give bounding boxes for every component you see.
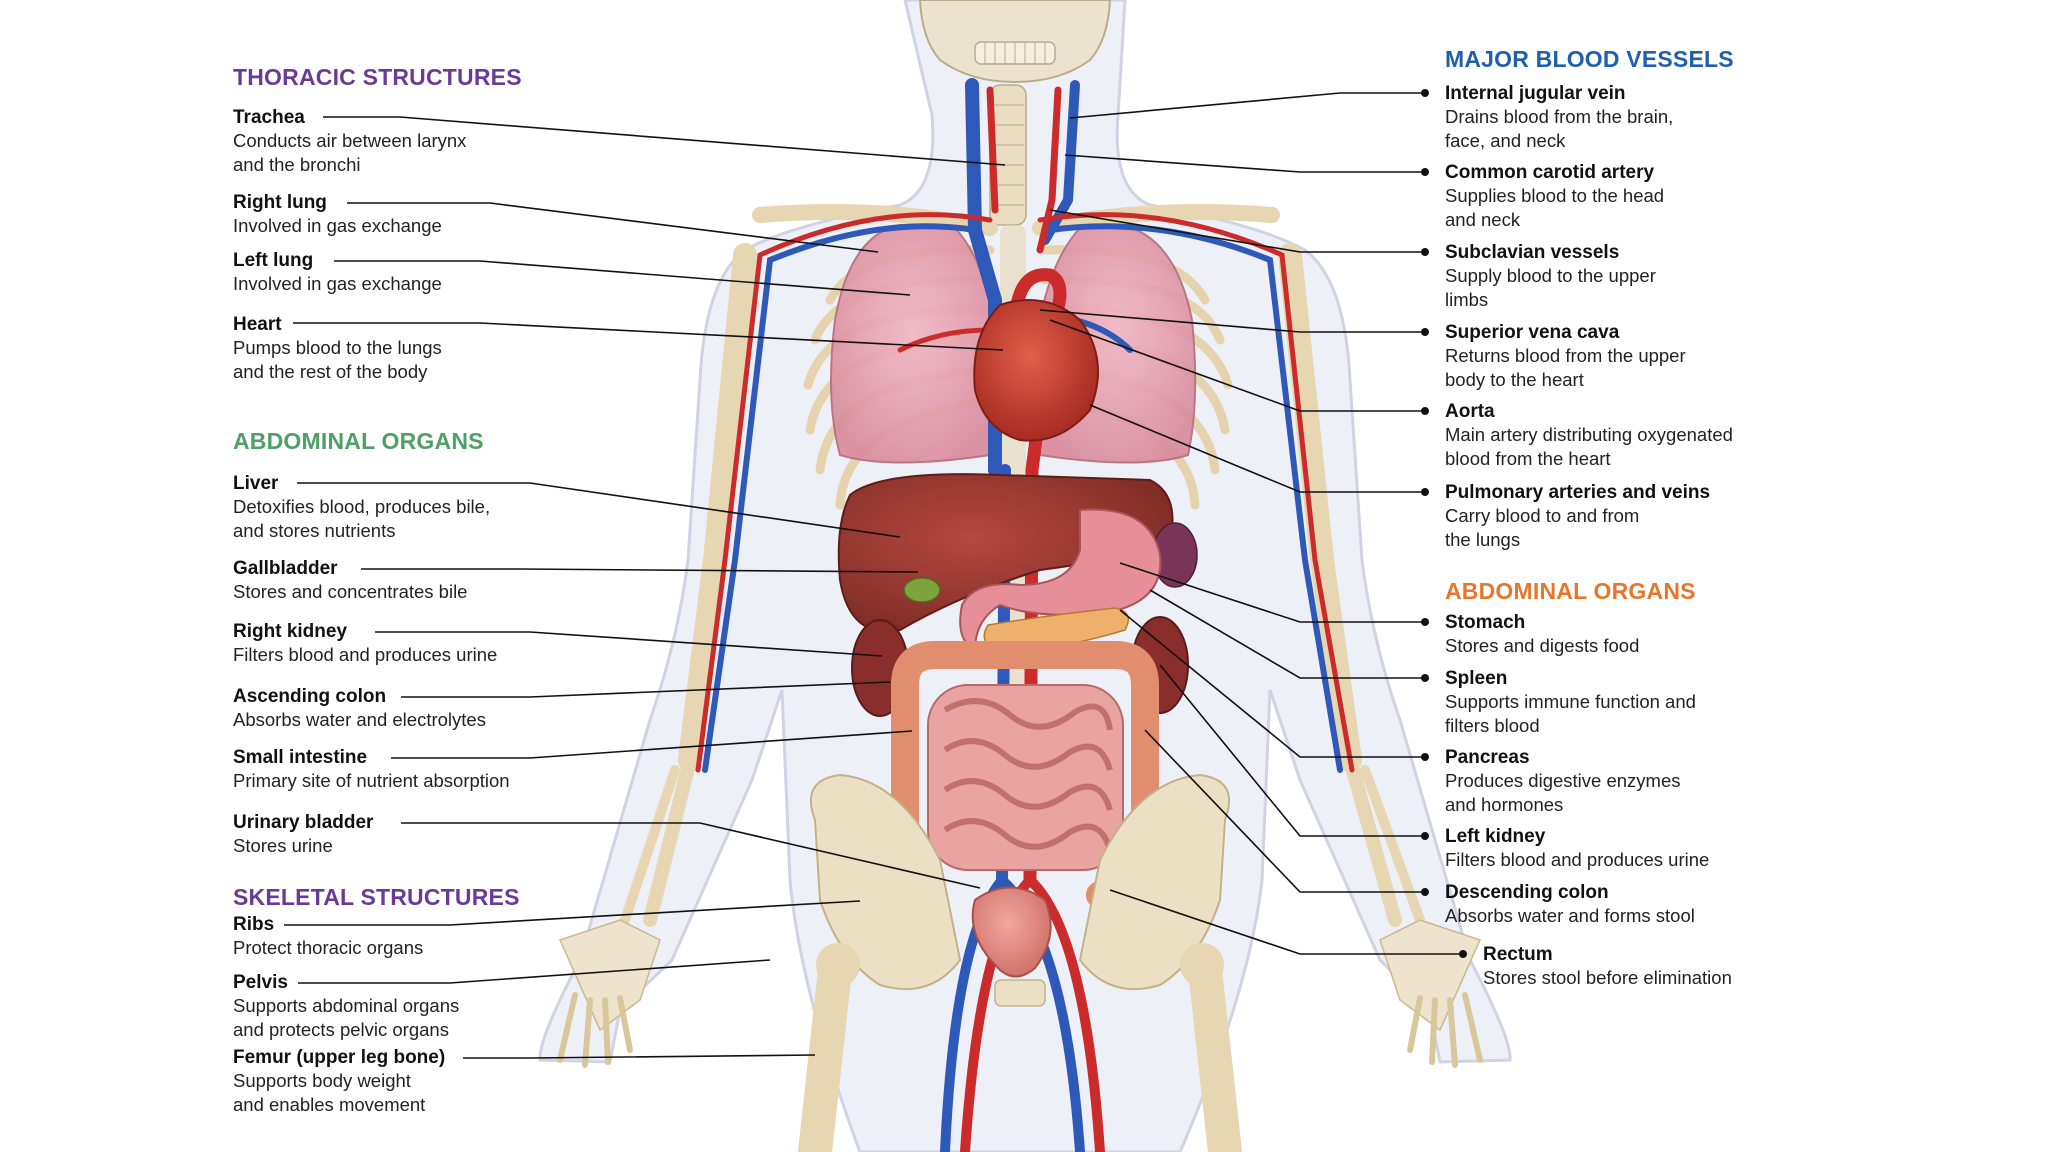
skull	[918, 0, 1112, 84]
label-title: Left lung	[233, 250, 314, 271]
label-description: Conducts air between larynx and the bron…	[233, 130, 467, 175]
label-description: Carry blood to and from the lungs	[1445, 505, 1640, 550]
label-ascending-colon: Ascending colon Absorbs water and electr…	[233, 685, 593, 732]
small-intestine	[927, 684, 1124, 871]
label-title: Trachea	[233, 107, 305, 128]
label-description: Primary site of nutrient absorption	[233, 770, 510, 791]
label-title: Spleen	[1445, 668, 1508, 689]
label-heart: Heart Pumps blood to the lungs and the r…	[233, 313, 593, 384]
label-gallbladder: Gallbladder Stores and concentrates bile	[233, 557, 593, 604]
label-title: Internal jugular vein	[1445, 83, 1626, 104]
label-title: Heart	[233, 314, 282, 335]
label-title: Pulmonary arteries and veins	[1445, 482, 1711, 503]
leader-lines	[284, 92, 1463, 1059]
label-stomach: Stomach Stores and digests food	[1445, 611, 1805, 658]
label-pelvis: Pelvis Supports abdominal organs and pro…	[233, 971, 593, 1042]
label-left-kidney: Left kidney Filters blood and produces u…	[1445, 825, 1805, 872]
section-heading-abdominal-right: ABDOMINAL ORGANS	[1445, 578, 1696, 604]
label-superior-vena-cava: Superior vena cava Returns blood from th…	[1445, 321, 1805, 392]
label-title: Rectum	[1483, 944, 1553, 965]
label-description: Absorbs water and electrolytes	[233, 709, 486, 730]
label-title: Stomach	[1445, 612, 1526, 633]
label-description: Stores and concentrates bile	[233, 581, 468, 602]
label-descending-colon: Descending colon Absorbs water and forms…	[1445, 881, 1805, 928]
label-common-carotid: Common carotid artery Supplies blood to …	[1445, 161, 1805, 232]
label-title: Pelvis	[233, 972, 288, 993]
label-title: Femur (upper leg bone)	[233, 1047, 446, 1068]
label-description: Supports abdominal organs and protects p…	[233, 995, 460, 1040]
femurs	[798, 943, 1242, 1152]
label-title: Ascending colon	[233, 686, 387, 707]
label-title: Left kidney	[1445, 826, 1546, 847]
label-description: Absorbs water and forms stool	[1445, 905, 1695, 926]
label-description: Supplies blood to the head and neck	[1445, 185, 1665, 230]
label-description: Returns blood from the upper body to the…	[1445, 345, 1686, 390]
label-description: Main artery distributing oxygenated bloo…	[1445, 424, 1733, 469]
label-subclavian: Subclavian vessels Supply blood to the u…	[1445, 241, 1805, 312]
label-title: Gallbladder	[233, 558, 338, 579]
label-title: Ribs	[233, 914, 275, 935]
label-description: Involved in gas exchange	[233, 215, 442, 236]
label-liver: Liver Detoxifies blood, produces bile, a…	[233, 472, 593, 543]
label-title: Aorta	[1445, 401, 1495, 422]
label-description: Pumps blood to the lungs and the rest of…	[233, 337, 442, 382]
label-description: Supports body weight and enables movemen…	[233, 1070, 426, 1115]
label-urinary-bladder: Urinary bladder Stores urine	[233, 811, 593, 858]
label-description: Supply blood to the upper limbs	[1445, 265, 1656, 310]
label-title: Right kidney	[233, 621, 348, 642]
label-trachea: Trachea Conducts air between larynx and …	[233, 106, 593, 177]
leader-dots	[1421, 89, 1467, 958]
label-rectum: Rectum Stores stool before elimination	[1483, 943, 1843, 990]
label-description: Filters blood and produces urine	[1445, 849, 1710, 870]
label-description: Involved in gas exchange	[233, 273, 442, 294]
heart	[973, 299, 1099, 442]
label-femur: Femur (upper leg bone) Supports body wei…	[233, 1046, 593, 1117]
label-description: Detoxifies blood, produces bile, and sto…	[233, 496, 491, 541]
label-pulmonary: Pulmonary arteries and veins Carry blood…	[1445, 481, 1805, 552]
label-description: Produces digestive enzymes and hormones	[1445, 770, 1681, 815]
label-spleen: Spleen Supports immune function and filt…	[1445, 667, 1805, 738]
label-title: Descending colon	[1445, 882, 1609, 903]
label-right-kidney: Right kidney Filters blood and produces …	[233, 620, 593, 667]
label-title: Right lung	[233, 192, 327, 213]
section-heading-thoracic: THORACIC STRUCTURES	[233, 64, 522, 90]
gallbladder	[903, 577, 941, 603]
label-title: Common carotid artery	[1445, 162, 1655, 183]
label-title: Pancreas	[1445, 747, 1530, 768]
label-description: Drains blood from the brain, face, and n…	[1445, 106, 1674, 151]
label-description: Stores stool before elimination	[1483, 967, 1732, 988]
label-internal-jugular: Internal jugular vein Drains blood from …	[1445, 82, 1805, 153]
label-description: Stores and digests food	[1445, 635, 1640, 656]
label-title: Subclavian vessels	[1445, 242, 1620, 263]
label-pancreas: Pancreas Produces digestive enzymes and …	[1445, 746, 1805, 817]
urinary-bladder	[971, 886, 1052, 978]
label-description: Stores urine	[233, 835, 333, 856]
label-description: Protect thoracic organs	[233, 937, 424, 958]
label-right-lung: Right lung Involved in gas exchange	[233, 191, 593, 238]
label-aorta: Aorta Main artery distributing oxygenate…	[1445, 400, 1805, 471]
clavicles	[752, 203, 1280, 236]
trachea-and-spine	[989, 84, 1027, 226]
label-title: Superior vena cava	[1445, 322, 1620, 343]
section-heading-vessels: MAJOR BLOOD VESSELS	[1445, 46, 1734, 72]
label-left-lung: Left lung Involved in gas exchange	[233, 249, 593, 296]
label-title: Small intestine	[233, 747, 368, 768]
section-heading-abdominal-left: ABDOMINAL ORGANS	[233, 428, 484, 454]
pelvis	[810, 773, 1230, 1007]
label-ribs: Ribs Protect thoracic organs	[233, 913, 593, 960]
section-heading-skeletal: SKELETAL STRUCTURES	[233, 884, 520, 910]
stomach	[959, 508, 1162, 652]
label-title: Urinary bladder	[233, 812, 374, 833]
label-description: Supports immune function and filters blo…	[1445, 691, 1696, 736]
label-description: Filters blood and produces urine	[233, 644, 498, 665]
label-title: Liver	[233, 473, 279, 494]
arm-bones	[557, 243, 1483, 1068]
label-small-intestine: Small intestine Primary site of nutrient…	[233, 746, 593, 793]
